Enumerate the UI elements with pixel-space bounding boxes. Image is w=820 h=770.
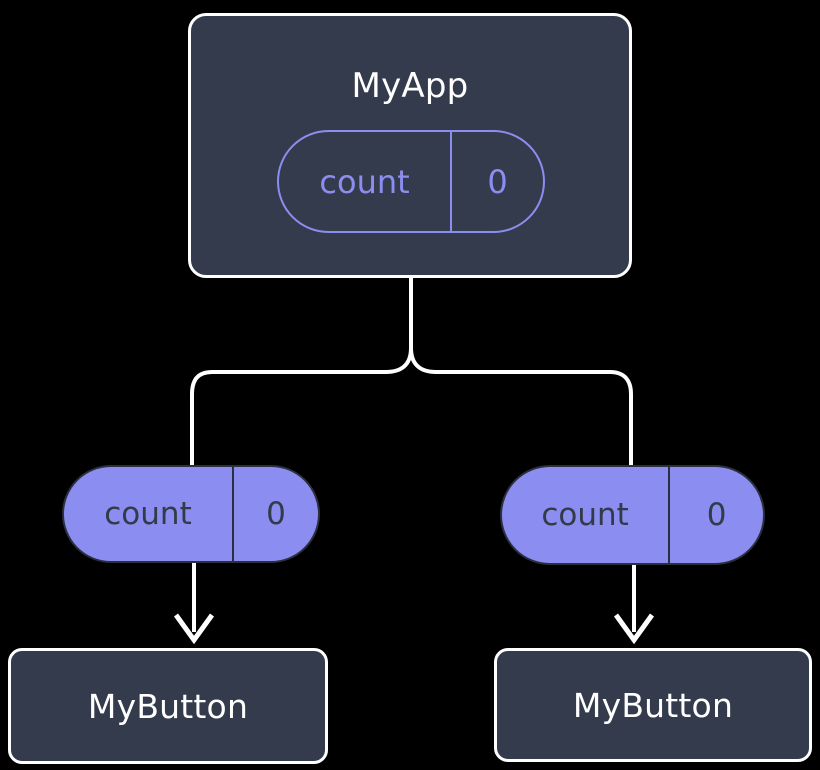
component-title-myapp: MyApp: [351, 66, 469, 106]
component-title-mybutton: MyButton: [87, 686, 249, 726]
state-pill-value: 0: [232, 467, 318, 561]
state-pill-value: 0: [450, 132, 543, 231]
state-pill-key: count: [541, 496, 629, 533]
state-pill-key: count: [104, 495, 192, 532]
component-node-mybutton-right[interactable]: MyButton: [494, 648, 812, 762]
connector-branch-left: [190, 346, 413, 467]
component-node-mybutton-left[interactable]: MyButton: [8, 648, 328, 764]
component-title-mybutton: MyButton: [572, 685, 734, 725]
state-pill-right-count[interactable]: count 0: [500, 465, 765, 565]
arrowhead-right-icon: [613, 613, 655, 645]
connector-branch-right: [409, 346, 633, 467]
state-pill-left-count[interactable]: count 0: [62, 465, 320, 563]
state-pill-myapp-count[interactable]: count 0: [277, 130, 545, 233]
arrowhead-left-icon: [173, 613, 215, 645]
state-pill-value: 0: [668, 467, 763, 563]
state-pill-key: count: [319, 162, 410, 201]
